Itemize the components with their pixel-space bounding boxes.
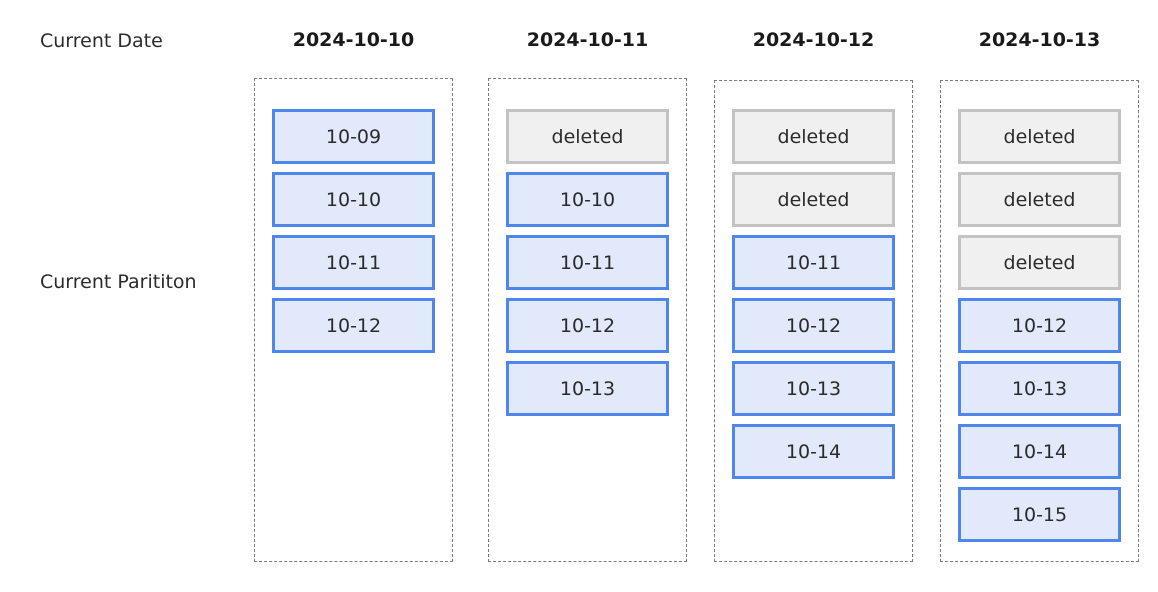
date-header-2024-10-12: 2024-10-12 — [752, 29, 875, 51]
current-partition-label: Current Parititon — [40, 271, 197, 293]
partition-cell: 10-12 — [958, 298, 1121, 353]
partition-cell: 10-14 — [732, 424, 895, 479]
partition-cell: 10-15 — [958, 487, 1121, 542]
date-header-2024-10-13: 2024-10-13 — [978, 29, 1101, 51]
partition-column-2024-10-13: deleted deleted deleted 10-12 10-13 10-14 10-1… — [940, 80, 1139, 562]
partition-cell: 10-14 — [958, 424, 1121, 479]
current-date-label: Current Date — [40, 30, 163, 52]
partition-column-2024-10-12: deleted deleted 10-11 10-12 10-13 10-14 — [714, 80, 913, 562]
partition-column-2024-10-11: deleted 10-10 10-11 10-12 10-13 — [488, 78, 687, 562]
deleted-partition: deleted — [958, 172, 1121, 227]
partition-cell: 10-13 — [958, 361, 1121, 416]
deleted-partition: deleted — [958, 109, 1121, 164]
deleted-partition: deleted — [506, 109, 669, 164]
partition-cell: 10-12 — [506, 298, 669, 353]
deleted-partition: deleted — [958, 235, 1121, 290]
deleted-partition: deleted — [732, 172, 895, 227]
partition-cell: 10-13 — [506, 361, 669, 416]
partition-cell: 10-11 — [506, 235, 669, 290]
partition-cell: 10-09 — [272, 109, 435, 164]
partition-cell: 10-11 — [732, 235, 895, 290]
partition-cell: 10-11 — [272, 235, 435, 290]
date-header-2024-10-11: 2024-10-11 — [526, 29, 649, 51]
partition-cell: 10-12 — [732, 298, 895, 353]
date-header-2024-10-10: 2024-10-10 — [292, 29, 415, 51]
partition-column-2024-10-10: 10-09 10-10 10-11 10-12 — [254, 78, 453, 562]
partition-cell: 10-10 — [272, 172, 435, 227]
partition-cell: 10-12 — [272, 298, 435, 353]
partition-cell: 10-13 — [732, 361, 895, 416]
partition-cell: 10-10 — [506, 172, 669, 227]
deleted-partition: deleted — [732, 109, 895, 164]
